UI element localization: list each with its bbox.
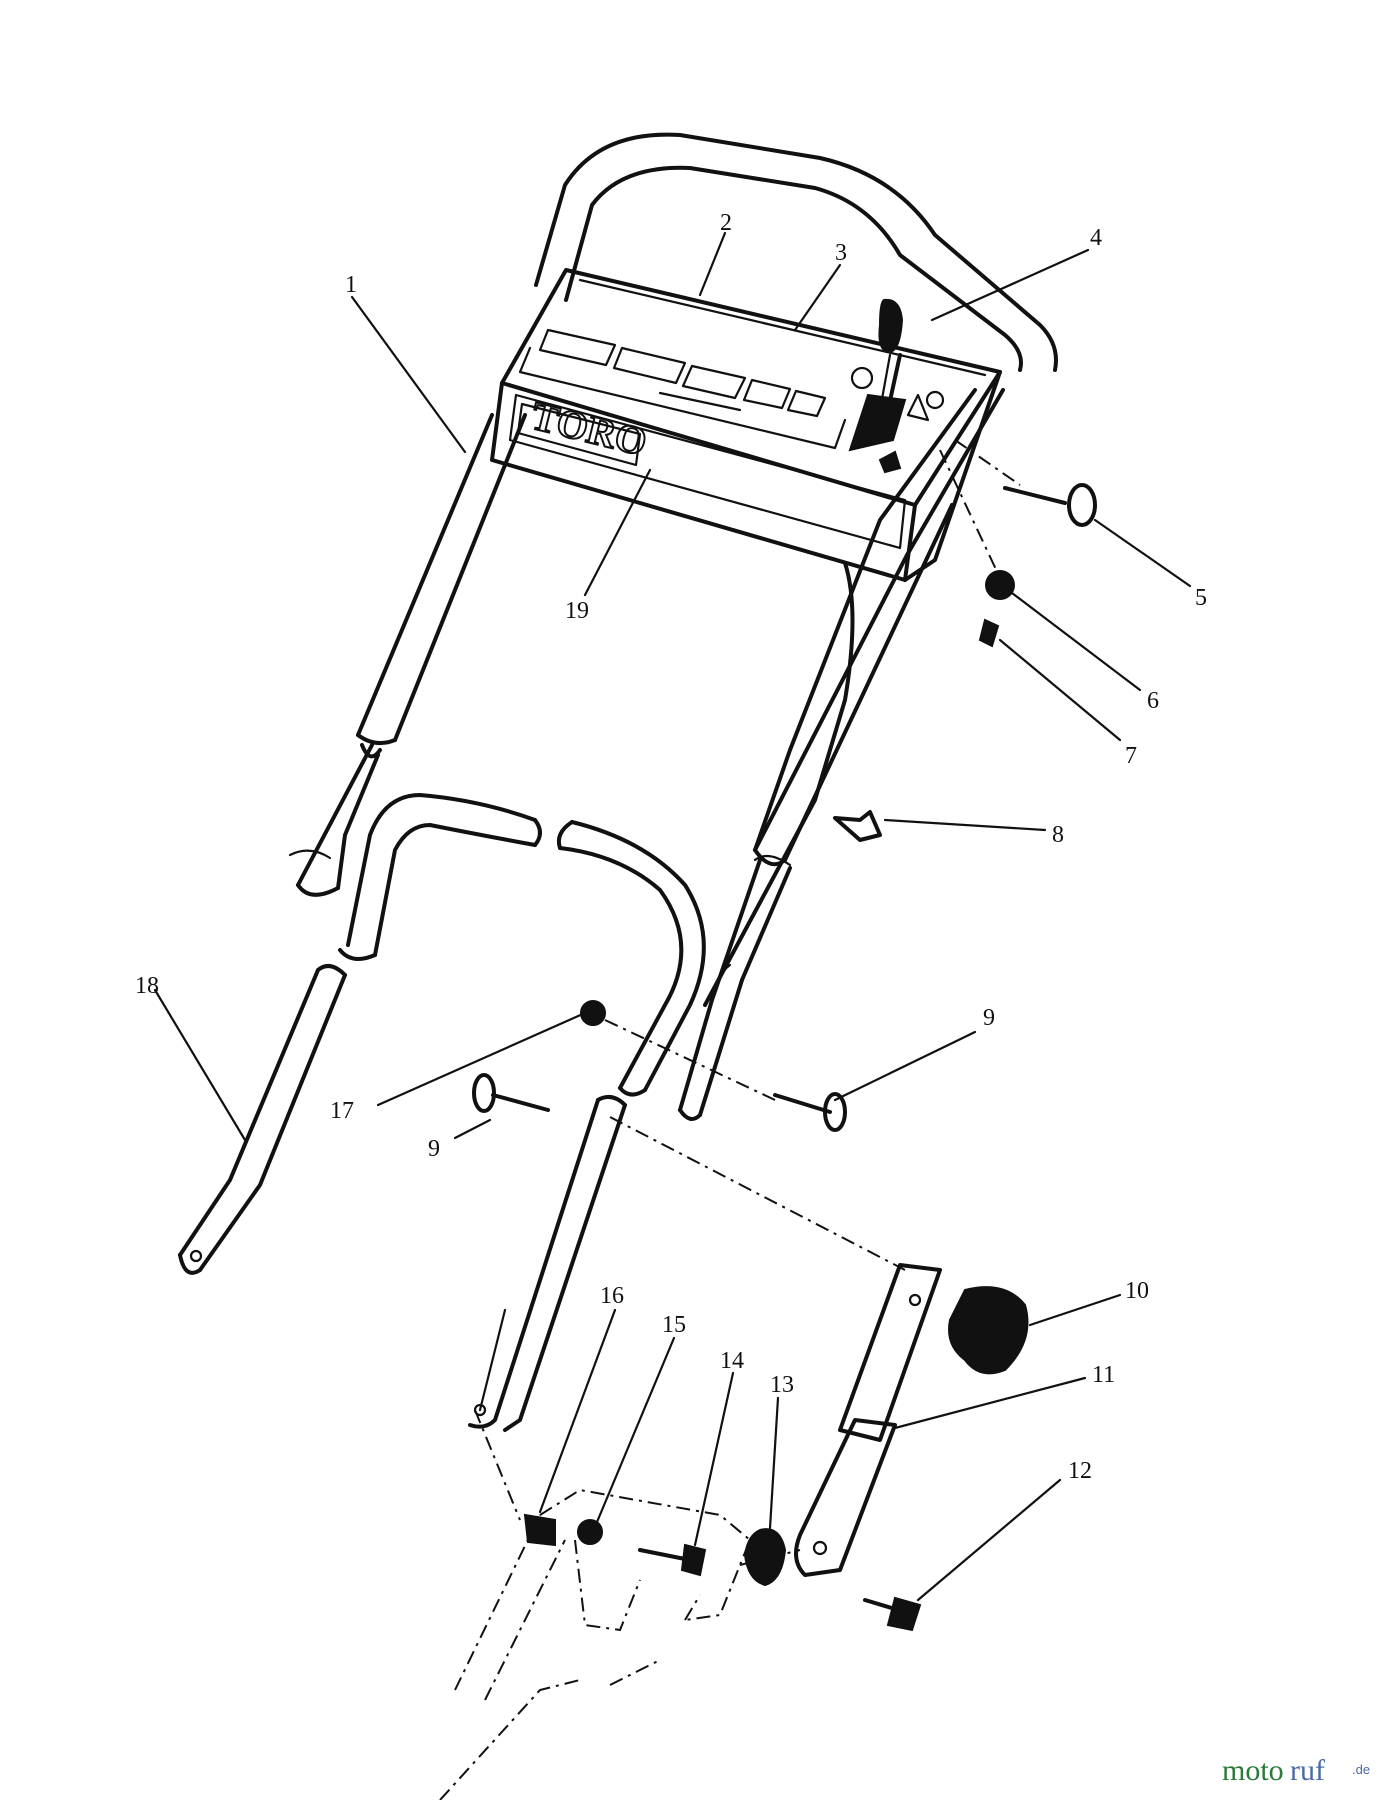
callout-19: 19 [565,598,589,624]
assembly-lines [474,439,1021,1566]
callout-3: 3 [835,240,847,266]
callout-10: 10 [1125,1278,1149,1304]
callout-13: 13 [770,1372,794,1398]
callout-12: 12 [1068,1458,1092,1484]
callout-8: 8 [1052,822,1064,848]
callout-16: 16 [600,1283,624,1309]
deck-bracket [439,1488,752,1800]
upper-handle [288,132,1058,1121]
callouts: 1 2 3 4 5 6 7 8 9 9 10 11 12 13 14 15 16… [135,210,1207,1484]
watermark-part-b: ruf [1290,1754,1325,1787]
small-parts [472,483,1097,1632]
callout-9-right: 9 [983,1005,995,1031]
bracket-11 [794,1263,942,1577]
callout-6: 6 [1147,688,1159,714]
watermark-part-c: .de [1352,1762,1370,1777]
callout-9-left: 9 [428,1136,440,1162]
control-cable [703,561,855,1007]
callout-17: 17 [330,1098,354,1124]
panel-logo-text: TORO [527,393,651,465]
callout-14: 14 [720,1348,744,1374]
callout-5: 5 [1195,585,1207,611]
leader-lines [153,231,1192,1602]
callout-18: 18 [135,973,159,999]
callout-2: 2 [720,210,732,236]
watermark: moto ruf .de [1222,1754,1370,1787]
callout-15: 15 [662,1312,686,1338]
callout-11: 11 [1092,1362,1115,1388]
watermark-part-a: moto [1222,1754,1284,1787]
control-panel [490,268,1002,582]
callout-4: 4 [1090,225,1102,251]
callout-1: 1 [345,272,357,298]
lower-handle [178,793,706,1432]
callout-7: 7 [1125,743,1137,769]
